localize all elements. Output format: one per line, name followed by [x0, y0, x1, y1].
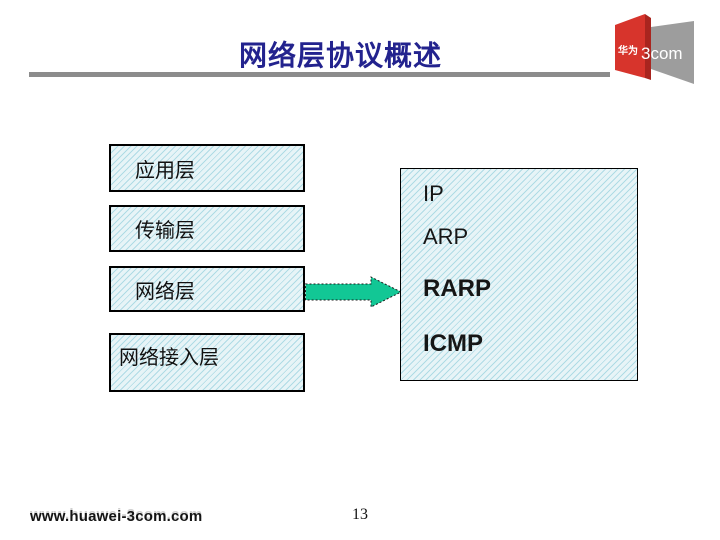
layer-label: 网络接入层: [119, 347, 219, 369]
logo-ribbon-icon: 华为 3com: [615, 14, 694, 84]
layer-box-transport: 传输层: [109, 205, 305, 252]
right-arrow-icon: [305, 276, 402, 308]
layer-label: 网络层: [135, 280, 195, 303]
layer-label: 应用层: [135, 159, 195, 182]
protocol-label-ip: IP: [423, 181, 444, 206]
protocol-label-rarp: RARP: [423, 275, 492, 302]
page-number: 13: [352, 506, 368, 523]
footer-website-url: www.huawei-3com.com: [30, 508, 203, 525]
layer-box-network-access: 网络接入层: [109, 333, 305, 392]
layer-label: 传输层: [135, 220, 195, 242]
protocol-box: IP ARP RARP ICMP: [400, 168, 638, 381]
layer-box-application: 应用层: [109, 144, 305, 192]
logo-right-text: 3com: [641, 44, 683, 63]
protocol-label-icmp: ICMP: [423, 330, 483, 357]
title-underline-rule: [29, 72, 610, 77]
protocol-label-arp: ARP: [423, 224, 469, 249]
logo-left-text: 华为: [618, 44, 638, 57]
layer-box-network: 网络层: [109, 266, 305, 312]
slide-title: 网络层协议概述: [238, 40, 442, 71]
huawei-3com-logo: 华为 3com: [610, 12, 698, 90]
